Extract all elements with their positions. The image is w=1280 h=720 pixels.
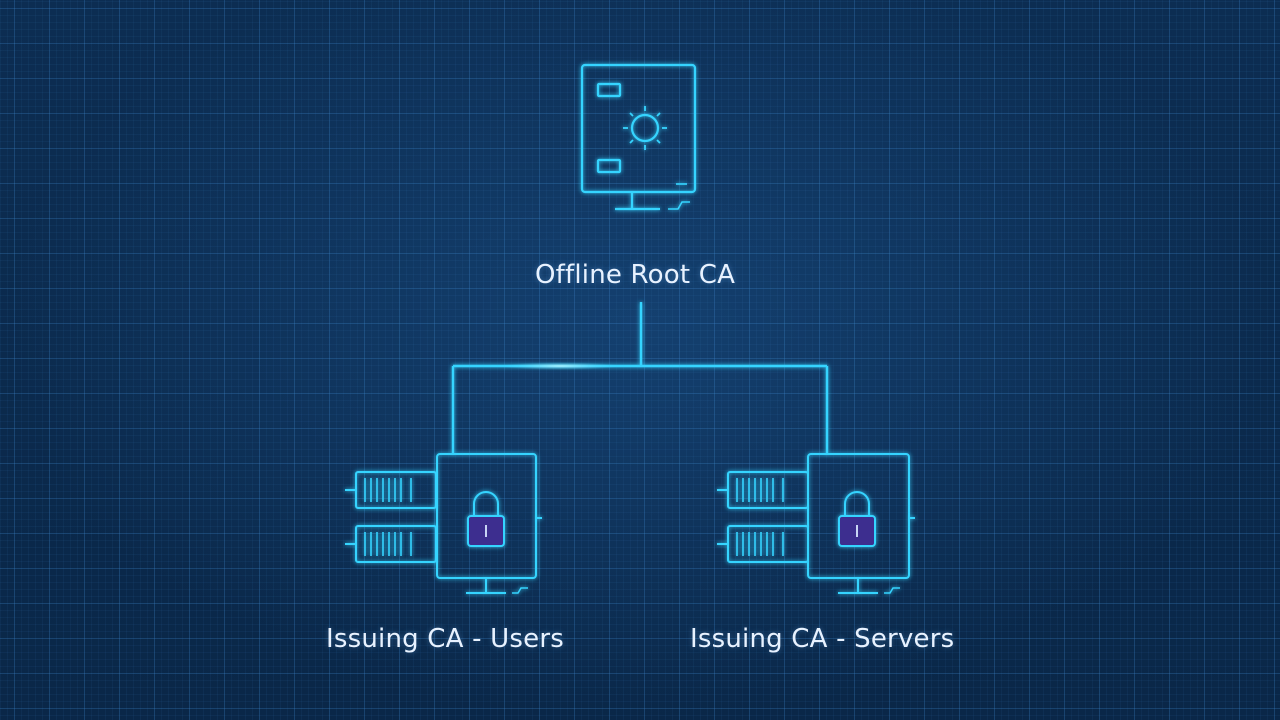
connector-lines (451, 302, 829, 454)
issuing-ca-servers-label: Issuing CA - Servers (690, 624, 955, 654)
root-ca-label: Offline Root CA (535, 260, 736, 290)
issuing-ca-users-label: Issuing CA - Users (326, 624, 564, 654)
locked-server-icon-users (345, 453, 542, 594)
certificate-server-icon (580, 63, 697, 211)
locked-server-icon-servers (717, 453, 915, 594)
connector-glow (500, 362, 620, 370)
